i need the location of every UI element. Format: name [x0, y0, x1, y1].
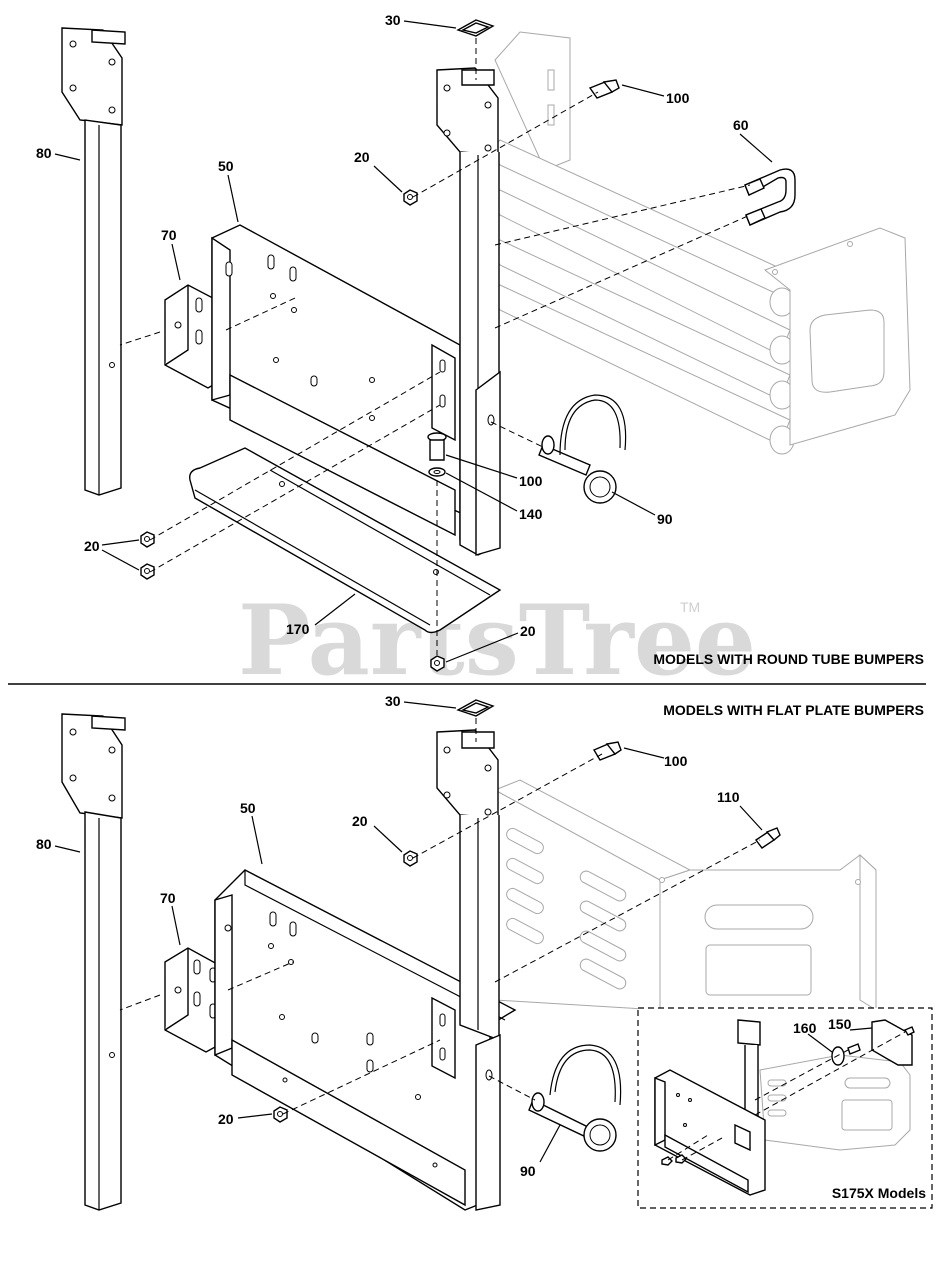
bolt-100-top-b: [427, 432, 447, 461]
callout-80: 80: [36, 145, 52, 161]
callout-100: 100: [666, 90, 690, 106]
callout-90: 90: [520, 1163, 536, 1179]
ubolt-60-top: [744, 168, 796, 226]
pin-90-top: [538, 394, 627, 504]
callouts-bottom: 30 100 110 80 50 20 70 20 90: [36, 693, 740, 1179]
section-heading-flat-plate: MODELS WITH FLAT PLATE BUMPERS: [663, 702, 924, 718]
callout-20: 20: [218, 1111, 234, 1127]
post-80-top: [61, 27, 126, 496]
bolt-100-top-a: [588, 79, 620, 99]
upright-post-top: [436, 67, 501, 556]
callout-50: 50: [240, 800, 256, 816]
callout-170: 170: [286, 621, 310, 637]
nut-20-bottom-a: [403, 850, 418, 867]
assembly-lines-top: [119, 38, 751, 655]
nut-20-top-d: [430, 655, 445, 672]
inset-caption: S175X Models: [832, 1185, 926, 1201]
callout-160: 160: [793, 1020, 817, 1036]
callout-20: 20: [352, 813, 368, 829]
bolt-110-bottom: [754, 827, 781, 849]
watermark: PartsTree TM: [238, 584, 756, 697]
callout-50: 50: [218, 158, 234, 174]
round-tube-bumper-ghost: [494, 31, 911, 455]
callout-60: 60: [733, 117, 749, 133]
callout-100: 100: [664, 753, 688, 769]
callout-20: 20: [520, 623, 536, 639]
callout-30: 30: [385, 693, 401, 709]
bolt-100-bottom: [592, 741, 622, 761]
callout-20: 20: [84, 538, 100, 554]
bottom-section: MODELS WITH FLAT PLATE BUMPERS: [36, 693, 933, 1211]
inset-s175x: 160 150 S175X Models: [637, 1007, 933, 1209]
callout-100: 100: [519, 473, 543, 489]
bracket-70-bottom: [164, 947, 229, 1053]
watermark-brand: PartsTree: [238, 584, 756, 697]
section-heading-round-tube: MODELS WITH ROUND TUBE BUMPERS: [653, 651, 924, 667]
watermark-trademark: TM: [680, 599, 700, 615]
callouts-top: 30 100 60 80 50 20 70 100 140 90 20 170 …: [36, 12, 749, 639]
tray-50-top: [211, 224, 477, 552]
callout-20: 20: [354, 149, 370, 165]
nut-20-top-c: [140, 563, 155, 580]
callout-30: 30: [385, 12, 401, 28]
callout-70: 70: [160, 890, 176, 906]
flat-plate-bumper-ghost: [493, 779, 877, 1011]
cap-30-bottom: [456, 699, 495, 717]
callout-110: 110: [717, 789, 740, 805]
nut-20-top-a: [403, 189, 418, 206]
tray-50-bottom: [214, 869, 517, 1211]
callout-90: 90: [657, 511, 673, 527]
leader-lines-bottom: [54, 701, 763, 1163]
callout-140: 140: [519, 506, 543, 522]
post-80-bottom: [61, 713, 126, 1211]
leader-lines-top: [54, 20, 773, 663]
assembly-lines-bottom: [119, 718, 761, 1115]
nut-20-top-b: [140, 531, 155, 548]
washer-140-top: [428, 467, 446, 477]
callout-150: 150: [828, 1016, 852, 1032]
callout-80: 80: [36, 836, 52, 852]
cap-30-top: [456, 19, 495, 37]
top-section: 30 100 60 80 50 20 70 100 140 90 20 170 …: [36, 12, 924, 672]
pin-90-bottom: [528, 1044, 622, 1152]
callout-70: 70: [161, 227, 177, 243]
nut-20-bottom-b: [273, 1106, 288, 1123]
